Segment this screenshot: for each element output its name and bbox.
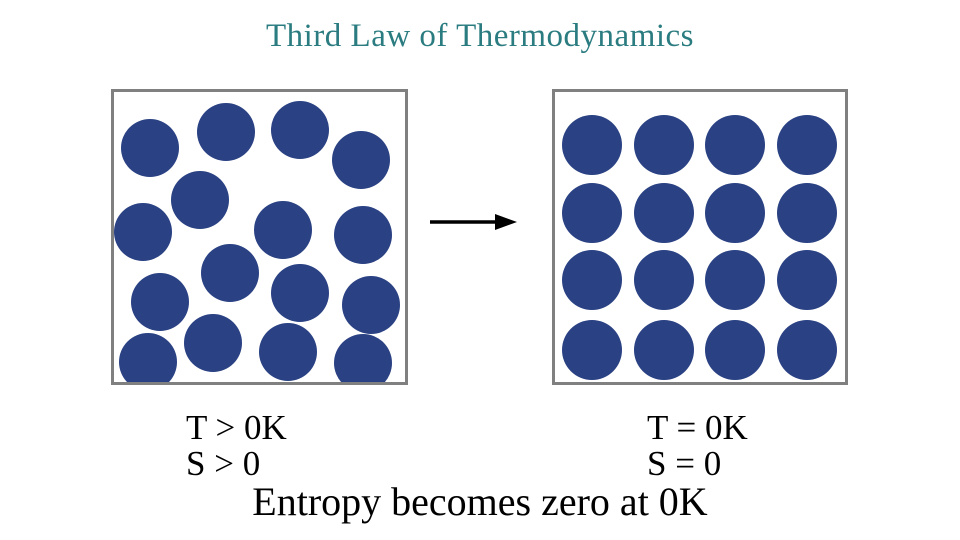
left-entropy-label: S > 0	[186, 444, 261, 483]
page-title: Third Law of Thermodynamics	[265, 18, 695, 54]
particle	[777, 115, 837, 175]
particle	[259, 323, 317, 381]
right-entropy-label: S = 0	[647, 444, 722, 483]
particle	[254, 201, 312, 259]
particle	[334, 206, 392, 264]
particle	[342, 276, 400, 334]
ordered-particles-box	[552, 89, 848, 385]
particle	[271, 264, 329, 322]
particle	[171, 171, 229, 229]
particle	[705, 320, 765, 380]
particle	[114, 203, 172, 261]
particle	[184, 314, 242, 372]
particle	[562, 320, 622, 380]
particle	[197, 103, 255, 161]
particle	[705, 115, 765, 175]
particle	[562, 250, 622, 310]
particle	[634, 250, 694, 310]
particle	[562, 115, 622, 175]
particle	[634, 320, 694, 380]
particle	[777, 320, 837, 380]
left-temperature-label: T > 0K	[186, 408, 287, 447]
particle	[119, 333, 177, 382]
disordered-particles-box	[111, 89, 408, 385]
particle	[271, 101, 329, 159]
arrow-icon	[430, 214, 517, 230]
left-box-label: T > 0K S > 0	[186, 410, 287, 482]
particle	[562, 183, 622, 243]
particle	[334, 334, 392, 382]
right-box-label: T = 0K S = 0	[647, 410, 748, 482]
right-temperature-label: T = 0K	[647, 408, 748, 447]
caption: Entropy becomes zero at 0K	[252, 479, 708, 524]
particle	[634, 115, 694, 175]
particle	[131, 273, 189, 331]
particle	[634, 183, 694, 243]
particle	[777, 183, 837, 243]
particle	[705, 183, 765, 243]
particle	[121, 119, 179, 177]
particle	[705, 250, 765, 310]
particle	[201, 244, 259, 302]
particle	[332, 131, 390, 189]
particle	[777, 250, 837, 310]
